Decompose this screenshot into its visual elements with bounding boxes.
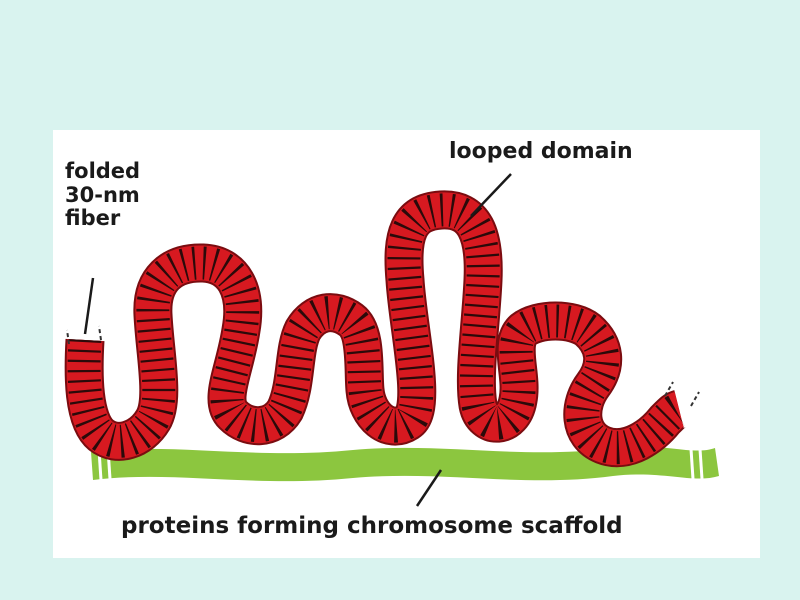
fiber-label-line-2: 30-nm [65, 182, 140, 207]
leader-lines [83, 173, 512, 507]
scaffold-label: proteins forming chromosome scaffold [121, 513, 623, 539]
scaffold-leader-line [415, 469, 443, 507]
folded-fiber-label: folded 30-nm fiber [65, 159, 141, 231]
chromatin-fiber [84, 210, 679, 448]
scaffold-band [91, 446, 719, 482]
looped-domain-leader-line [470, 173, 512, 217]
fiber-label-line-3: fiber [65, 206, 121, 231]
fiber-leader-line [83, 277, 95, 335]
looped-domain-label: looped domain [449, 139, 633, 164]
fiber-label-line-1: folded [65, 159, 141, 183]
chromatin-loop-diagram: folded 30-nm fiber looped domain protein… [53, 130, 760, 558]
fiber-cut-ends [66, 325, 700, 407]
diagram-drawing [53, 173, 719, 507]
